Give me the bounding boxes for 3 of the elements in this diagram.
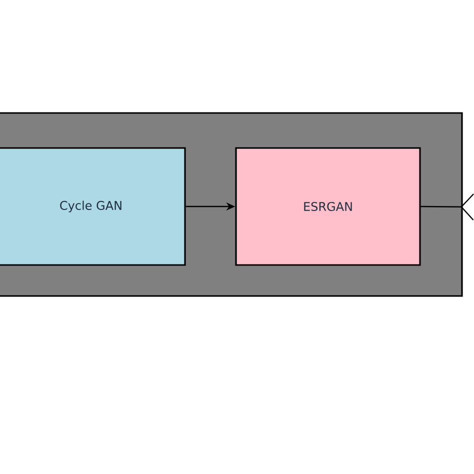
process-box: Cycle GAN — [0, 147, 186, 266]
process-box: ESRGAN — [235, 147, 421, 266]
connector — [420, 194, 474, 220]
